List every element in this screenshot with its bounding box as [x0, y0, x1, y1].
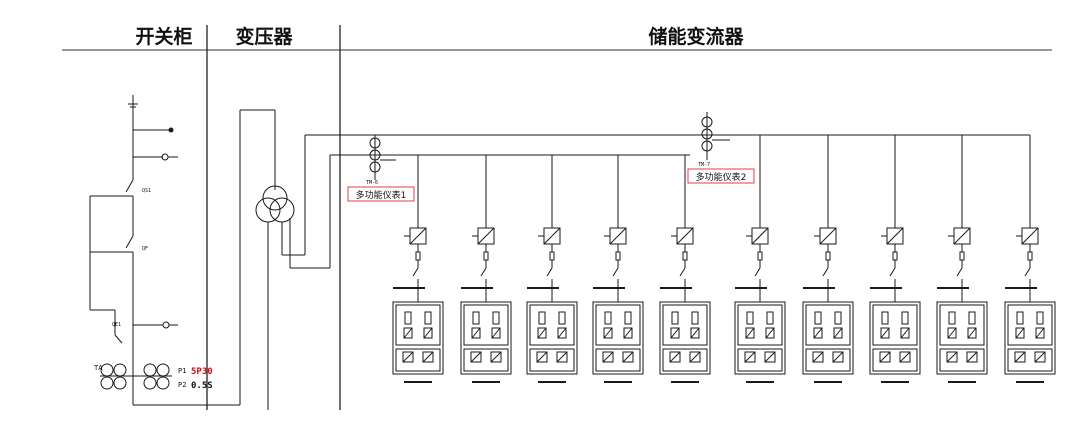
label-p2: P2 — [178, 381, 186, 389]
meter2-box — [687, 168, 755, 184]
label-qf: QF — [142, 246, 148, 252]
pcs-unit — [659, 155, 711, 383]
battery-cabinet — [734, 301, 786, 375]
pcs-units — [392, 135, 1056, 383]
label-qs1: QS1 — [142, 188, 151, 194]
pcs-unit — [869, 135, 921, 383]
header-switchgear: 开关柜 — [135, 25, 192, 48]
pcs-unit — [936, 135, 988, 383]
pcs-unit — [460, 155, 512, 383]
header-pcs: 储能变流器 — [648, 25, 744, 48]
pcs-unit — [392, 155, 444, 383]
pcs-unit — [1004, 135, 1056, 383]
battery-cabinet — [802, 301, 854, 375]
battery-cabinet — [1004, 301, 1056, 375]
battery-cabinet — [936, 301, 988, 375]
battery-cabinet — [460, 301, 512, 375]
battery-cabinet — [526, 301, 578, 375]
header-transformer: 变压器 — [235, 25, 293, 48]
battery-cabinet — [869, 301, 921, 375]
pcs-meter-ct-2 — [701, 112, 730, 160]
pcs-meter-ct-1 — [369, 135, 396, 180]
meter2-label: 多功能仪表2 — [696, 171, 747, 183]
pcs-unit — [526, 155, 578, 383]
meter1-tag: TM-6 — [366, 180, 378, 186]
label-ta: TA — [94, 364, 103, 372]
label-p1: P1 — [178, 367, 186, 375]
transformer-section — [239, 109, 1030, 410]
meter1-label: 多功能仪表1 — [356, 189, 407, 201]
label-qe1: QE1 — [112, 322, 121, 328]
battery-cabinet — [392, 301, 444, 375]
switchgear-section — [89, 95, 240, 406]
pcs-unit — [734, 135, 786, 383]
transformer-winding-3 — [262, 185, 288, 211]
pcs-unit — [592, 155, 644, 383]
pcs-unit — [802, 135, 854, 383]
label-05s: 0.5S — [191, 381, 213, 391]
label-5p30: 5P30 — [191, 367, 213, 377]
meter2-tag: TM-7 — [698, 162, 710, 168]
battery-cabinet — [592, 301, 644, 375]
meter1-box — [347, 186, 415, 202]
battery-cabinet — [659, 301, 711, 375]
